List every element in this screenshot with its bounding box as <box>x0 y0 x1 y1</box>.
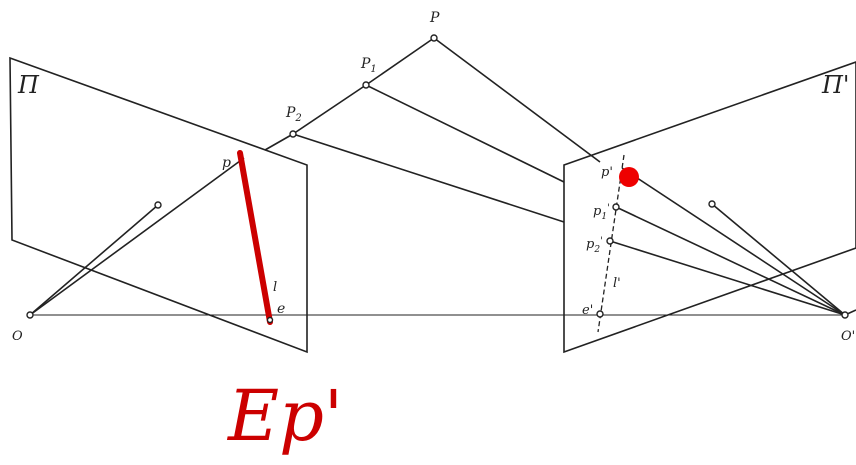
label-P1: P1 <box>360 56 377 75</box>
point-e-left <box>266 316 274 324</box>
ray-p1-p <box>365 37 435 86</box>
ray-right-to-p1 <box>615 206 846 316</box>
ray-p2-p1-b <box>292 84 367 135</box>
label-O-right: O' <box>841 329 855 344</box>
handwritten-annotation: Ep' <box>226 375 343 457</box>
label-p-left: p <box>222 155 231 171</box>
ray-right-short <box>711 203 846 316</box>
ray-P2-to-right <box>292 133 565 223</box>
point-e-right <box>596 310 604 318</box>
label-P2: P2 <box>285 105 302 124</box>
label-e-left: e <box>277 301 285 317</box>
label-O-left: O <box>12 329 23 344</box>
label-p2-right: p2' <box>586 236 603 255</box>
highlight-marker-dot <box>619 167 639 187</box>
label-l-left: l <box>273 280 277 295</box>
point-O-left <box>26 311 34 319</box>
label-p-right: p' <box>601 165 613 180</box>
label-l-right: l' <box>613 276 621 291</box>
point-O-right <box>841 311 849 319</box>
point-right-short-end <box>708 200 716 208</box>
label-plane-right: Π' <box>821 71 850 99</box>
ray-right-to-p <box>621 167 846 316</box>
label-e-right: e' <box>582 303 593 318</box>
label-plane-left: Π <box>17 71 40 99</box>
ray-p2-p1 <box>264 133 294 151</box>
point-P <box>430 34 438 42</box>
point-p2-right <box>606 237 614 245</box>
label-P: P <box>429 10 440 26</box>
ray-right-to-p2 <box>609 240 846 316</box>
point-left-short-end <box>154 201 162 209</box>
left-image-plane <box>9 56 308 354</box>
ray-left-short <box>29 204 159 316</box>
ray-P-to-right <box>433 37 601 163</box>
highlighted-epipolar-line <box>237 150 273 325</box>
label-p1-right: p1' <box>593 203 610 222</box>
point-P2 <box>289 130 297 138</box>
point-P1 <box>362 81 370 89</box>
ray-P1-to-right <box>365 84 565 183</box>
right-image-plane <box>563 61 856 354</box>
point-p1-right <box>612 203 620 211</box>
ray-left-to-p <box>29 157 245 316</box>
